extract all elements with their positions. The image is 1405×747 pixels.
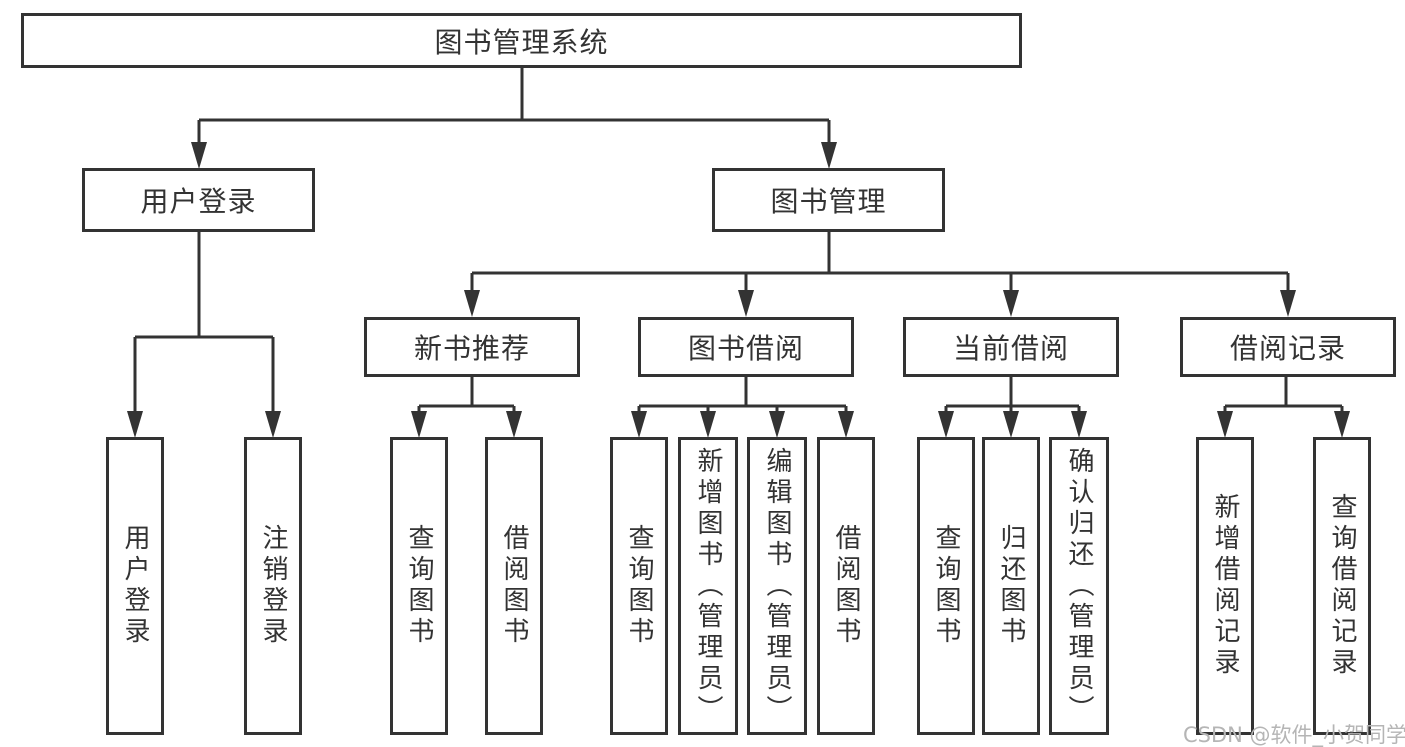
- node-user-login-label: 用户登录: [140, 185, 257, 218]
- leaf-user-login-label: 用户登录: [120, 524, 150, 648]
- node-current-borrowing: 当前借阅: [903, 317, 1119, 377]
- leaf-confirm-return-admin-label: 确认归还（管理员）: [1064, 446, 1094, 726]
- leaf-edit-books-admin-label: 编辑图书（管理员）: [762, 446, 792, 726]
- node-current-borrowing-label: 当前借阅: [952, 332, 1069, 365]
- node-book-borrowing: 图书借阅: [638, 317, 854, 377]
- node-borrowing-records: 借阅记录: [1180, 317, 1396, 377]
- leaf-add-borrow-record-label: 新增借阅记录: [1210, 493, 1240, 679]
- node-library-system-label: 图书管理系统: [434, 25, 609, 59]
- leaf-query-books-current-label: 查询图书: [931, 524, 961, 648]
- node-library-system: 图书管理系统: [21, 13, 1022, 68]
- leaf-return-books-label: 归还图书: [996, 524, 1026, 648]
- leaf-borrow-books-borrowing: 借阅图书: [817, 437, 875, 735]
- leaf-borrow-books-recommend: 借阅图书: [485, 437, 543, 735]
- node-book-management: 图书管理: [712, 168, 945, 232]
- leaf-query-books-recommend-label: 查询图书: [404, 524, 434, 648]
- leaf-confirm-return-admin: 确认归还（管理员）: [1049, 437, 1109, 735]
- leaf-query-books-recommend: 查询图书: [390, 437, 448, 735]
- node-new-book-recommendation-label: 新书推荐: [413, 332, 530, 365]
- watermark: CSDN @软件_小贺同学: [1183, 723, 1405, 747]
- leaf-add-books-admin-label: 新增图书（管理员）: [693, 446, 723, 726]
- leaf-query-borrow-record-label: 查询借阅记录: [1327, 493, 1357, 679]
- node-new-book-recommendation: 新书推荐: [364, 317, 580, 377]
- leaf-borrow-books-borrowing-label: 借阅图书: [831, 524, 861, 648]
- node-borrowing-records-label: 借阅记录: [1229, 332, 1346, 365]
- leaf-add-books-admin: 新增图书（管理员）: [678, 437, 738, 735]
- leaf-logout-label: 注销登录: [258, 524, 288, 648]
- leaf-add-borrow-record: 新增借阅记录: [1196, 437, 1254, 735]
- leaf-logout: 注销登录: [244, 437, 302, 735]
- leaf-query-borrow-record: 查询借阅记录: [1313, 437, 1371, 735]
- node-book-borrowing-label: 图书借阅: [687, 332, 804, 365]
- leaf-query-books-current: 查询图书: [917, 437, 975, 735]
- leaf-borrow-books-recommend-label: 借阅图书: [499, 524, 529, 648]
- arrowhead-icons: [127, 142, 1350, 438]
- leaf-query-books-borrowing: 查询图书: [610, 437, 668, 735]
- leaf-return-books: 归还图书: [982, 437, 1040, 735]
- leaf-user-login: 用户登录: [106, 437, 164, 735]
- node-book-management-label: 图书管理: [770, 185, 887, 218]
- node-user-login: 用户登录: [82, 168, 315, 232]
- leaf-edit-books-admin: 编辑图书（管理员）: [747, 437, 807, 735]
- leaf-query-books-borrowing-label: 查询图书: [624, 524, 654, 648]
